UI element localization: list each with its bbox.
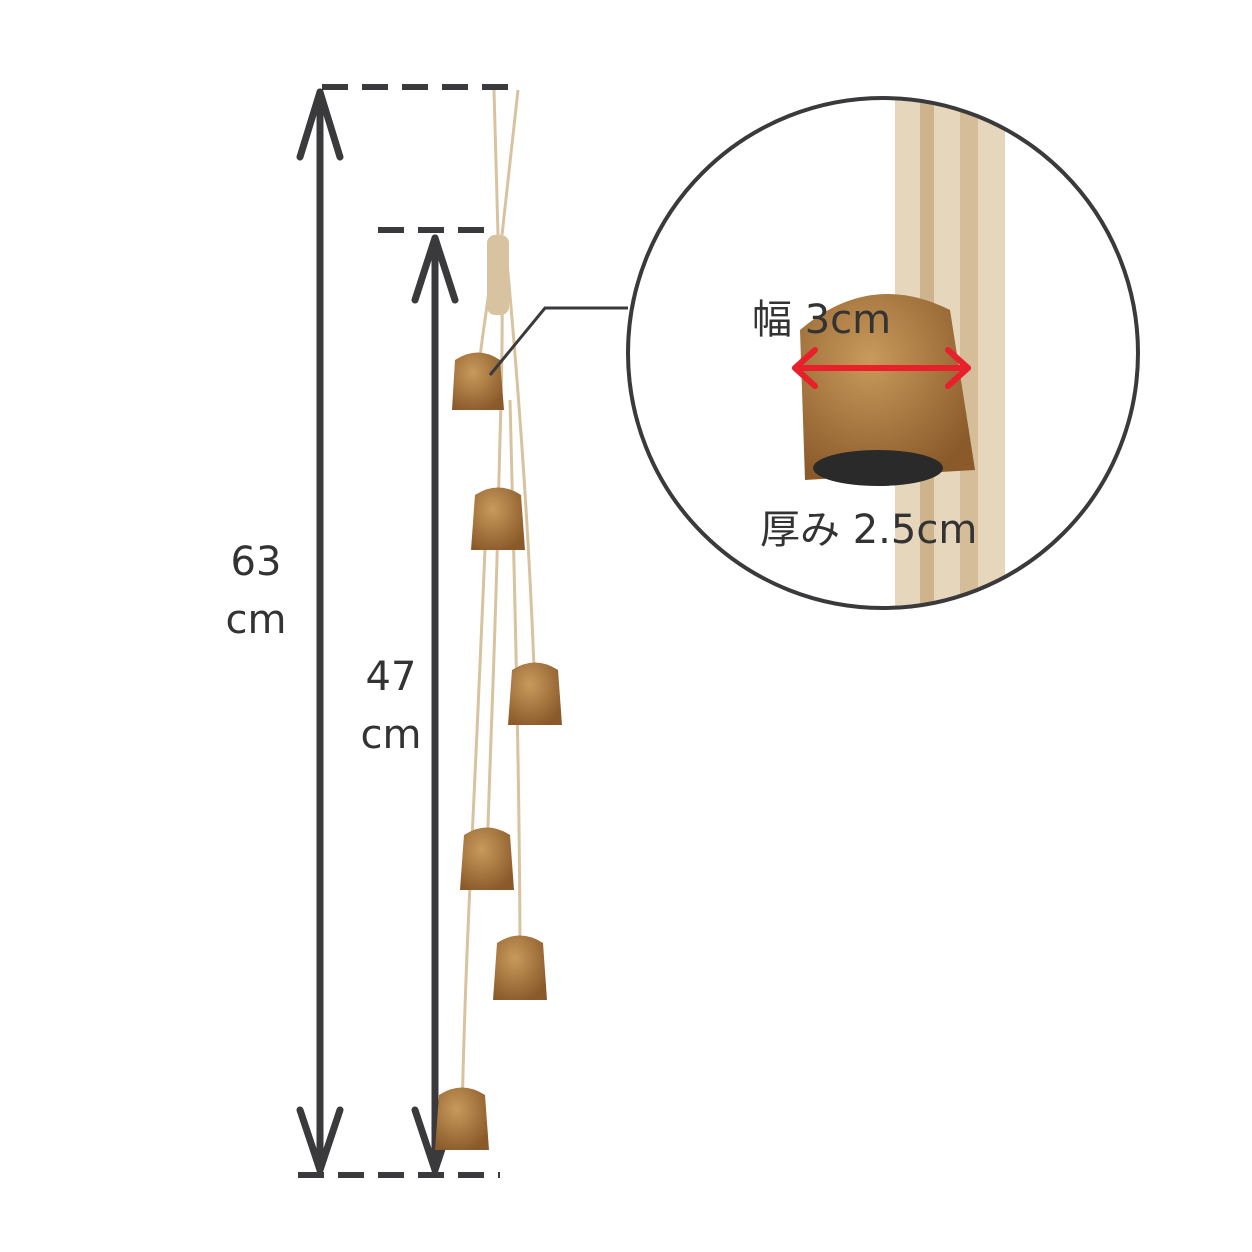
total-length-arrow xyxy=(296,88,344,1174)
bell-section-arrow xyxy=(411,234,459,1174)
guide-lines xyxy=(298,84,522,1178)
bell xyxy=(493,935,547,1000)
width-label: 幅 3cm xyxy=(752,297,891,343)
magnified-bell-detail: 幅 3cm 厚み 2.5cm xyxy=(626,96,1140,610)
thickness-label: 厚み 2.5cm xyxy=(760,507,977,553)
total-length-value: 63 xyxy=(231,539,282,585)
bell-section-value: 47 xyxy=(366,654,417,700)
bell xyxy=(471,487,525,550)
bell xyxy=(460,827,514,890)
total-length-unit: cm xyxy=(226,597,287,643)
bell-chime-product xyxy=(435,89,562,1150)
bell xyxy=(452,352,504,410)
bell-section-unit: cm xyxy=(361,712,422,758)
bell xyxy=(435,1087,489,1150)
width-arrow xyxy=(792,347,971,389)
callout-leader-line xyxy=(488,306,628,376)
bell xyxy=(508,662,562,725)
